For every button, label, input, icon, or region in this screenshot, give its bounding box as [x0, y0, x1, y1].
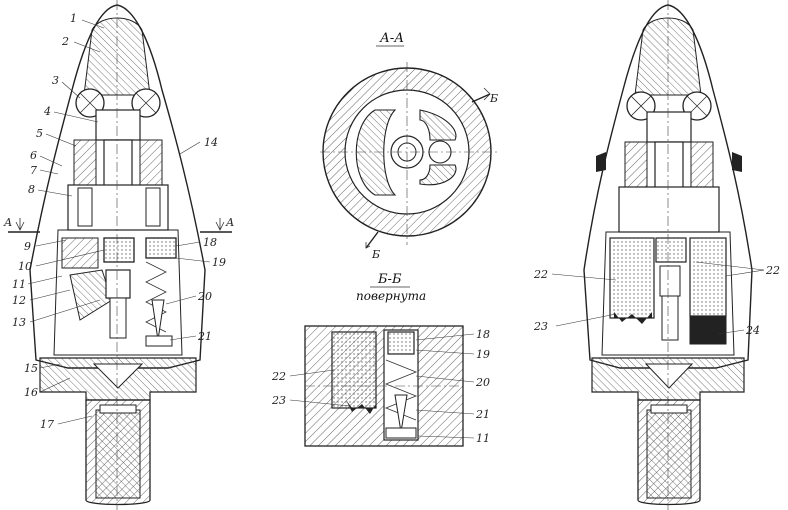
callout-20: 20 [197, 290, 212, 303]
right-charge-right [689, 237, 727, 317]
right-section-view: 22 22 23 24 [533, 0, 780, 510]
cut-label-b-bottom: Б [371, 248, 380, 261]
cut-label-a-left: А [3, 216, 12, 229]
callout-8: 8 [28, 183, 35, 196]
callout-16: 16 [24, 386, 38, 399]
section-b-subtitle: повернута [356, 289, 426, 303]
sec-b-callout-21: 21 [475, 408, 490, 421]
sec-b-callout-20: 20 [475, 376, 490, 389]
left-pin-holder [95, 109, 141, 141]
callout-9: 9 [24, 240, 31, 253]
section-b-b-view: Б-Б повернута 18 19 20 21 11 22 23 [271, 272, 490, 447]
sec-b-callout-22: 22 [271, 370, 286, 383]
callout-2: 2 [61, 35, 69, 48]
callout-11: 11 [12, 278, 26, 291]
callout-14: 14 [204, 136, 218, 149]
callout-7: 7 [30, 164, 37, 177]
sec-b-callout-19: 19 [476, 348, 490, 361]
callout-6: 6 [30, 149, 37, 162]
callout-19: 19 [212, 256, 226, 269]
right-callout-24: 24 [745, 324, 760, 337]
right-charge-left [609, 237, 655, 319]
cut-label-a-right: А [225, 216, 234, 229]
callout-12: 12 [12, 294, 26, 307]
callout-13: 13 [12, 316, 26, 329]
right-callout-22-right: 22 [765, 264, 780, 277]
sec-b-callout-18: 18 [476, 328, 490, 341]
callout-18: 18 [203, 236, 217, 249]
cut-label-b-top: Б [489, 92, 498, 105]
section-a-a-view: А-А Б Б [320, 31, 500, 261]
callout-17: 17 [40, 418, 54, 431]
section-b-title: Б-Б [377, 272, 402, 287]
callout-4: 4 [43, 105, 51, 118]
callout-10: 10 [18, 260, 32, 273]
sec-b-callout-23: 23 [271, 394, 286, 407]
callout-1: 1 [70, 12, 77, 25]
section-a-title: А-А [379, 31, 404, 46]
right-callout-23: 23 [533, 320, 548, 333]
left-section-view: А А 1 2 3 4 5 6 7 8 9 10 11 12 1 [3, 0, 234, 510]
callout-21: 21 [197, 330, 212, 343]
callout-3: 3 [52, 74, 59, 87]
right-callout-22-left: 22 [533, 268, 548, 281]
callout-5: 5 [36, 127, 43, 140]
sec-b-callout-11: 11 [476, 432, 490, 445]
callout-15: 15 [24, 362, 38, 375]
